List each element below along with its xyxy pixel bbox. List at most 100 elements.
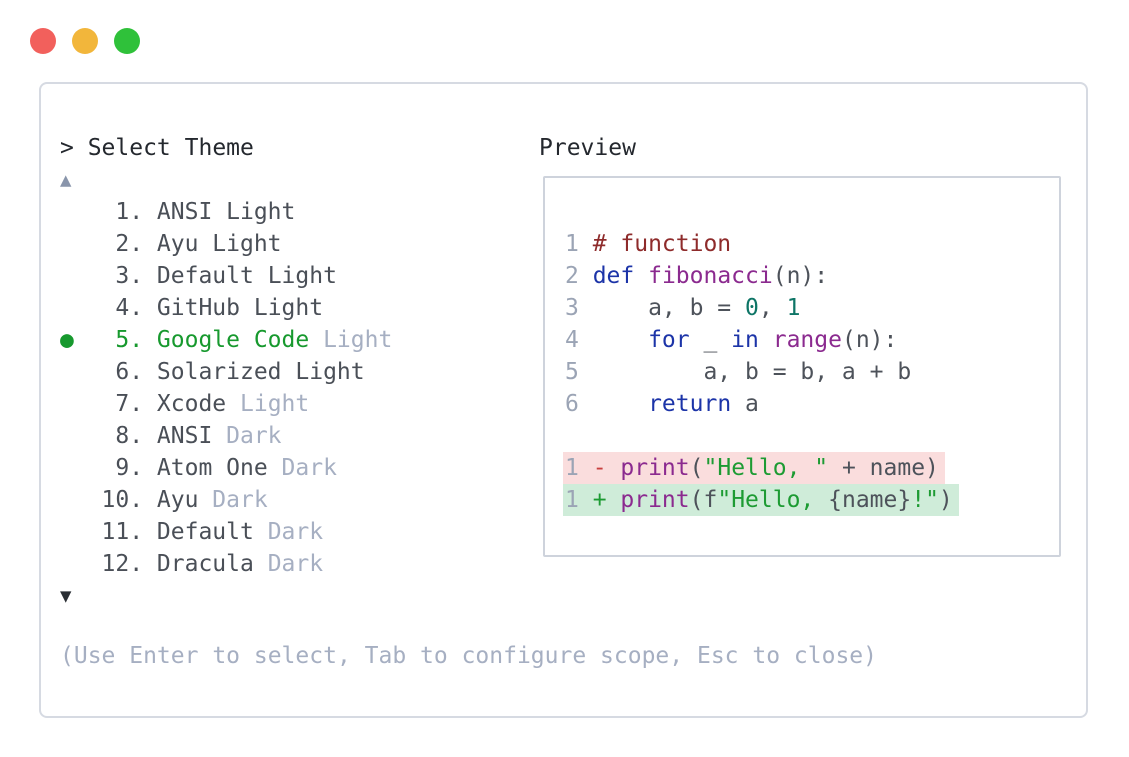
option-number: 3. bbox=[115, 263, 144, 289]
option-variant: Light bbox=[240, 391, 310, 417]
theme-option-atom-one-dark[interactable]: 9. Atom One Dark bbox=[60, 452, 392, 484]
code-token: a, b = bbox=[592, 295, 746, 321]
theme-option-google-code-light[interactable]: ● 5. Google Code Light bbox=[60, 324, 392, 356]
code-line: 4 for _ in range(n): bbox=[565, 324, 1059, 356]
code-token: + name) bbox=[828, 455, 939, 481]
traffic-lights bbox=[30, 28, 140, 54]
option-variant: Light bbox=[323, 327, 393, 353]
code-token bbox=[634, 263, 648, 289]
maximize-window-icon[interactable] bbox=[114, 28, 140, 54]
theme-option-ayu-light[interactable]: 2. Ayu Light bbox=[60, 228, 392, 260]
code-token: ) bbox=[938, 487, 953, 513]
theme-option-ayu-dark[interactable]: 10. Ayu Dark bbox=[60, 484, 392, 516]
diff-line-added: 1+print(f"Hello, {name}!") bbox=[563, 484, 1059, 516]
line-number: 6 bbox=[565, 391, 579, 417]
selected-bullet-icon bbox=[60, 388, 88, 420]
option-variant: Light bbox=[295, 359, 365, 385]
code-token bbox=[759, 327, 773, 353]
code-token: ( bbox=[689, 455, 704, 481]
option-number: 6. bbox=[115, 359, 144, 385]
option-name: Ayu bbox=[156, 231, 199, 257]
scroll-down-icon[interactable]: ▼ bbox=[60, 585, 72, 607]
option-variant: Light bbox=[212, 231, 282, 257]
option-number: 9. bbox=[115, 455, 144, 481]
code-line: 3 a, b = 0, 1 bbox=[565, 292, 1059, 324]
theme-option-solarized-light[interactable]: 6. Solarized Light bbox=[60, 356, 392, 388]
code-token: fibonacci bbox=[648, 263, 773, 289]
selected-bullet-icon bbox=[60, 228, 88, 260]
code-token: "Hello, " bbox=[703, 455, 829, 481]
code-token: range bbox=[772, 327, 842, 353]
code-line: 1# function bbox=[565, 228, 1059, 260]
selected-bullet-icon: ● bbox=[60, 327, 74, 353]
diff-removed-highlight: 1-print("Hello, " + name) bbox=[563, 452, 945, 484]
code-token: !" bbox=[911, 487, 939, 513]
selected-bullet-icon bbox=[60, 356, 88, 388]
selected-bullet-icon bbox=[60, 452, 88, 484]
option-variant: Dark bbox=[226, 423, 282, 449]
option-name: Google Code bbox=[156, 327, 310, 353]
code-token: (f bbox=[689, 487, 718, 513]
option-number: 12. bbox=[101, 551, 144, 577]
option-variant: Dark bbox=[281, 455, 337, 481]
code-token: return bbox=[648, 391, 732, 417]
code-token: a, b = b, a + b bbox=[592, 359, 912, 385]
close-window-icon[interactable] bbox=[30, 28, 56, 54]
code-token: 1 bbox=[786, 295, 801, 321]
option-name: Dracula bbox=[156, 551, 254, 577]
option-name: Default bbox=[156, 263, 254, 289]
option-variant: Dark bbox=[267, 551, 324, 577]
option-number: 2. bbox=[115, 231, 144, 257]
option-name: ANSI bbox=[156, 423, 213, 449]
selected-bullet-icon bbox=[60, 484, 88, 516]
panel-title: > Select Theme bbox=[60, 135, 254, 161]
line-number: 2 bbox=[565, 263, 579, 289]
option-number: 10. bbox=[101, 487, 144, 513]
minimize-window-icon[interactable] bbox=[72, 28, 98, 54]
diff-added-highlight: 1+print(f"Hello, {name}!") bbox=[563, 484, 959, 516]
option-name: Ayu bbox=[156, 487, 199, 513]
code-token bbox=[593, 327, 648, 353]
option-name: Solarized bbox=[156, 359, 282, 385]
diff-minus-sign: - bbox=[592, 455, 607, 481]
theme-option-xcode-light[interactable]: 7. Xcode Light bbox=[60, 388, 392, 420]
diff-plus-sign: + bbox=[592, 487, 607, 513]
option-number: 5. bbox=[115, 327, 144, 353]
code-token: in bbox=[731, 327, 759, 353]
option-variant: Light bbox=[253, 295, 324, 321]
option-number: 7. bbox=[115, 391, 144, 417]
option-number: 11. bbox=[101, 519, 144, 545]
option-number: 1. bbox=[115, 199, 144, 225]
option-name: Xcode bbox=[156, 391, 227, 417]
option-number: 4. bbox=[115, 295, 144, 321]
code-token: {name} bbox=[828, 487, 912, 513]
option-name: Default bbox=[156, 519, 254, 545]
option-number: 8. bbox=[115, 423, 144, 449]
footer-hint: (Use Enter to select, Tab to configure s… bbox=[60, 643, 877, 669]
option-name: Atom One bbox=[156, 455, 268, 481]
option-variant: Dark bbox=[212, 487, 268, 513]
theme-option-ansi-dark[interactable]: 8. ANSI Dark bbox=[60, 420, 392, 452]
code-token: a bbox=[731, 391, 759, 417]
selected-bullet-icon bbox=[60, 292, 88, 324]
code-token: "Hello, bbox=[717, 487, 829, 513]
line-number: 5 bbox=[565, 359, 579, 385]
selected-bullet-icon bbox=[60, 420, 88, 452]
selected-bullet-icon bbox=[60, 196, 88, 228]
code-blank-line bbox=[565, 420, 1059, 452]
code-token: _ bbox=[689, 327, 732, 353]
selected-bullet-icon bbox=[60, 548, 88, 580]
selected-bullet-icon bbox=[60, 516, 88, 548]
scroll-up-icon[interactable]: ▲ bbox=[60, 169, 72, 191]
theme-option-dracula-dark[interactable]: 12. Dracula Dark bbox=[60, 548, 392, 580]
code-token: print bbox=[620, 487, 690, 513]
diff-line-removed: 1-print("Hello, " + name) bbox=[563, 452, 1059, 484]
